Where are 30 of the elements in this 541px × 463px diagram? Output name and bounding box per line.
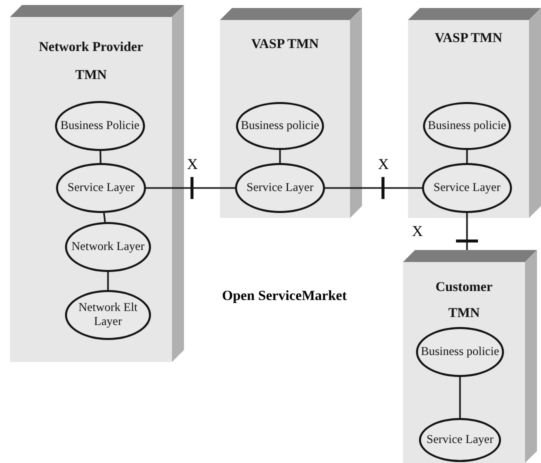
tmn-heading: TMN (74, 67, 108, 83)
layer-name: Network Layer (72, 240, 144, 254)
tmn-block (10, 5, 184, 362)
connector-line (146, 187, 235, 189)
connector-line (466, 213, 468, 250)
layer-name: Service Layer (68, 181, 134, 195)
layer-name: Business Policie (60, 119, 140, 133)
layer-name: Network Elt Layer (78, 301, 138, 329)
layer-name: Business policie (420, 345, 500, 359)
connector-line (100, 150, 102, 164)
layer-name: Business policie (240, 119, 320, 133)
market-label: Open ServiceMarket (222, 289, 347, 305)
layer-name: Service Layer (434, 181, 500, 195)
connector-line (459, 377, 461, 418)
tmn-heading: TMN (447, 305, 481, 321)
connector-line (466, 150, 468, 163)
layer-name: Service Layer (246, 181, 314, 195)
layer-name: Service Layer (426, 433, 494, 447)
tmn-heading: VASP TMN (250, 35, 320, 53)
tmn-block (220, 8, 362, 218)
tmn-heading: Network Provider (38, 39, 144, 55)
connector-line (103, 212, 106, 222)
tmn-block (403, 250, 537, 463)
connector-line (325, 187, 422, 189)
connector-line (107, 272, 109, 290)
layer-name: Business policie (428, 119, 506, 133)
connector-line (279, 150, 281, 163)
tmn-heading: Customer (434, 279, 494, 295)
tmn-heading: VASP TMN (434, 29, 504, 47)
tmn-block (408, 8, 541, 218)
